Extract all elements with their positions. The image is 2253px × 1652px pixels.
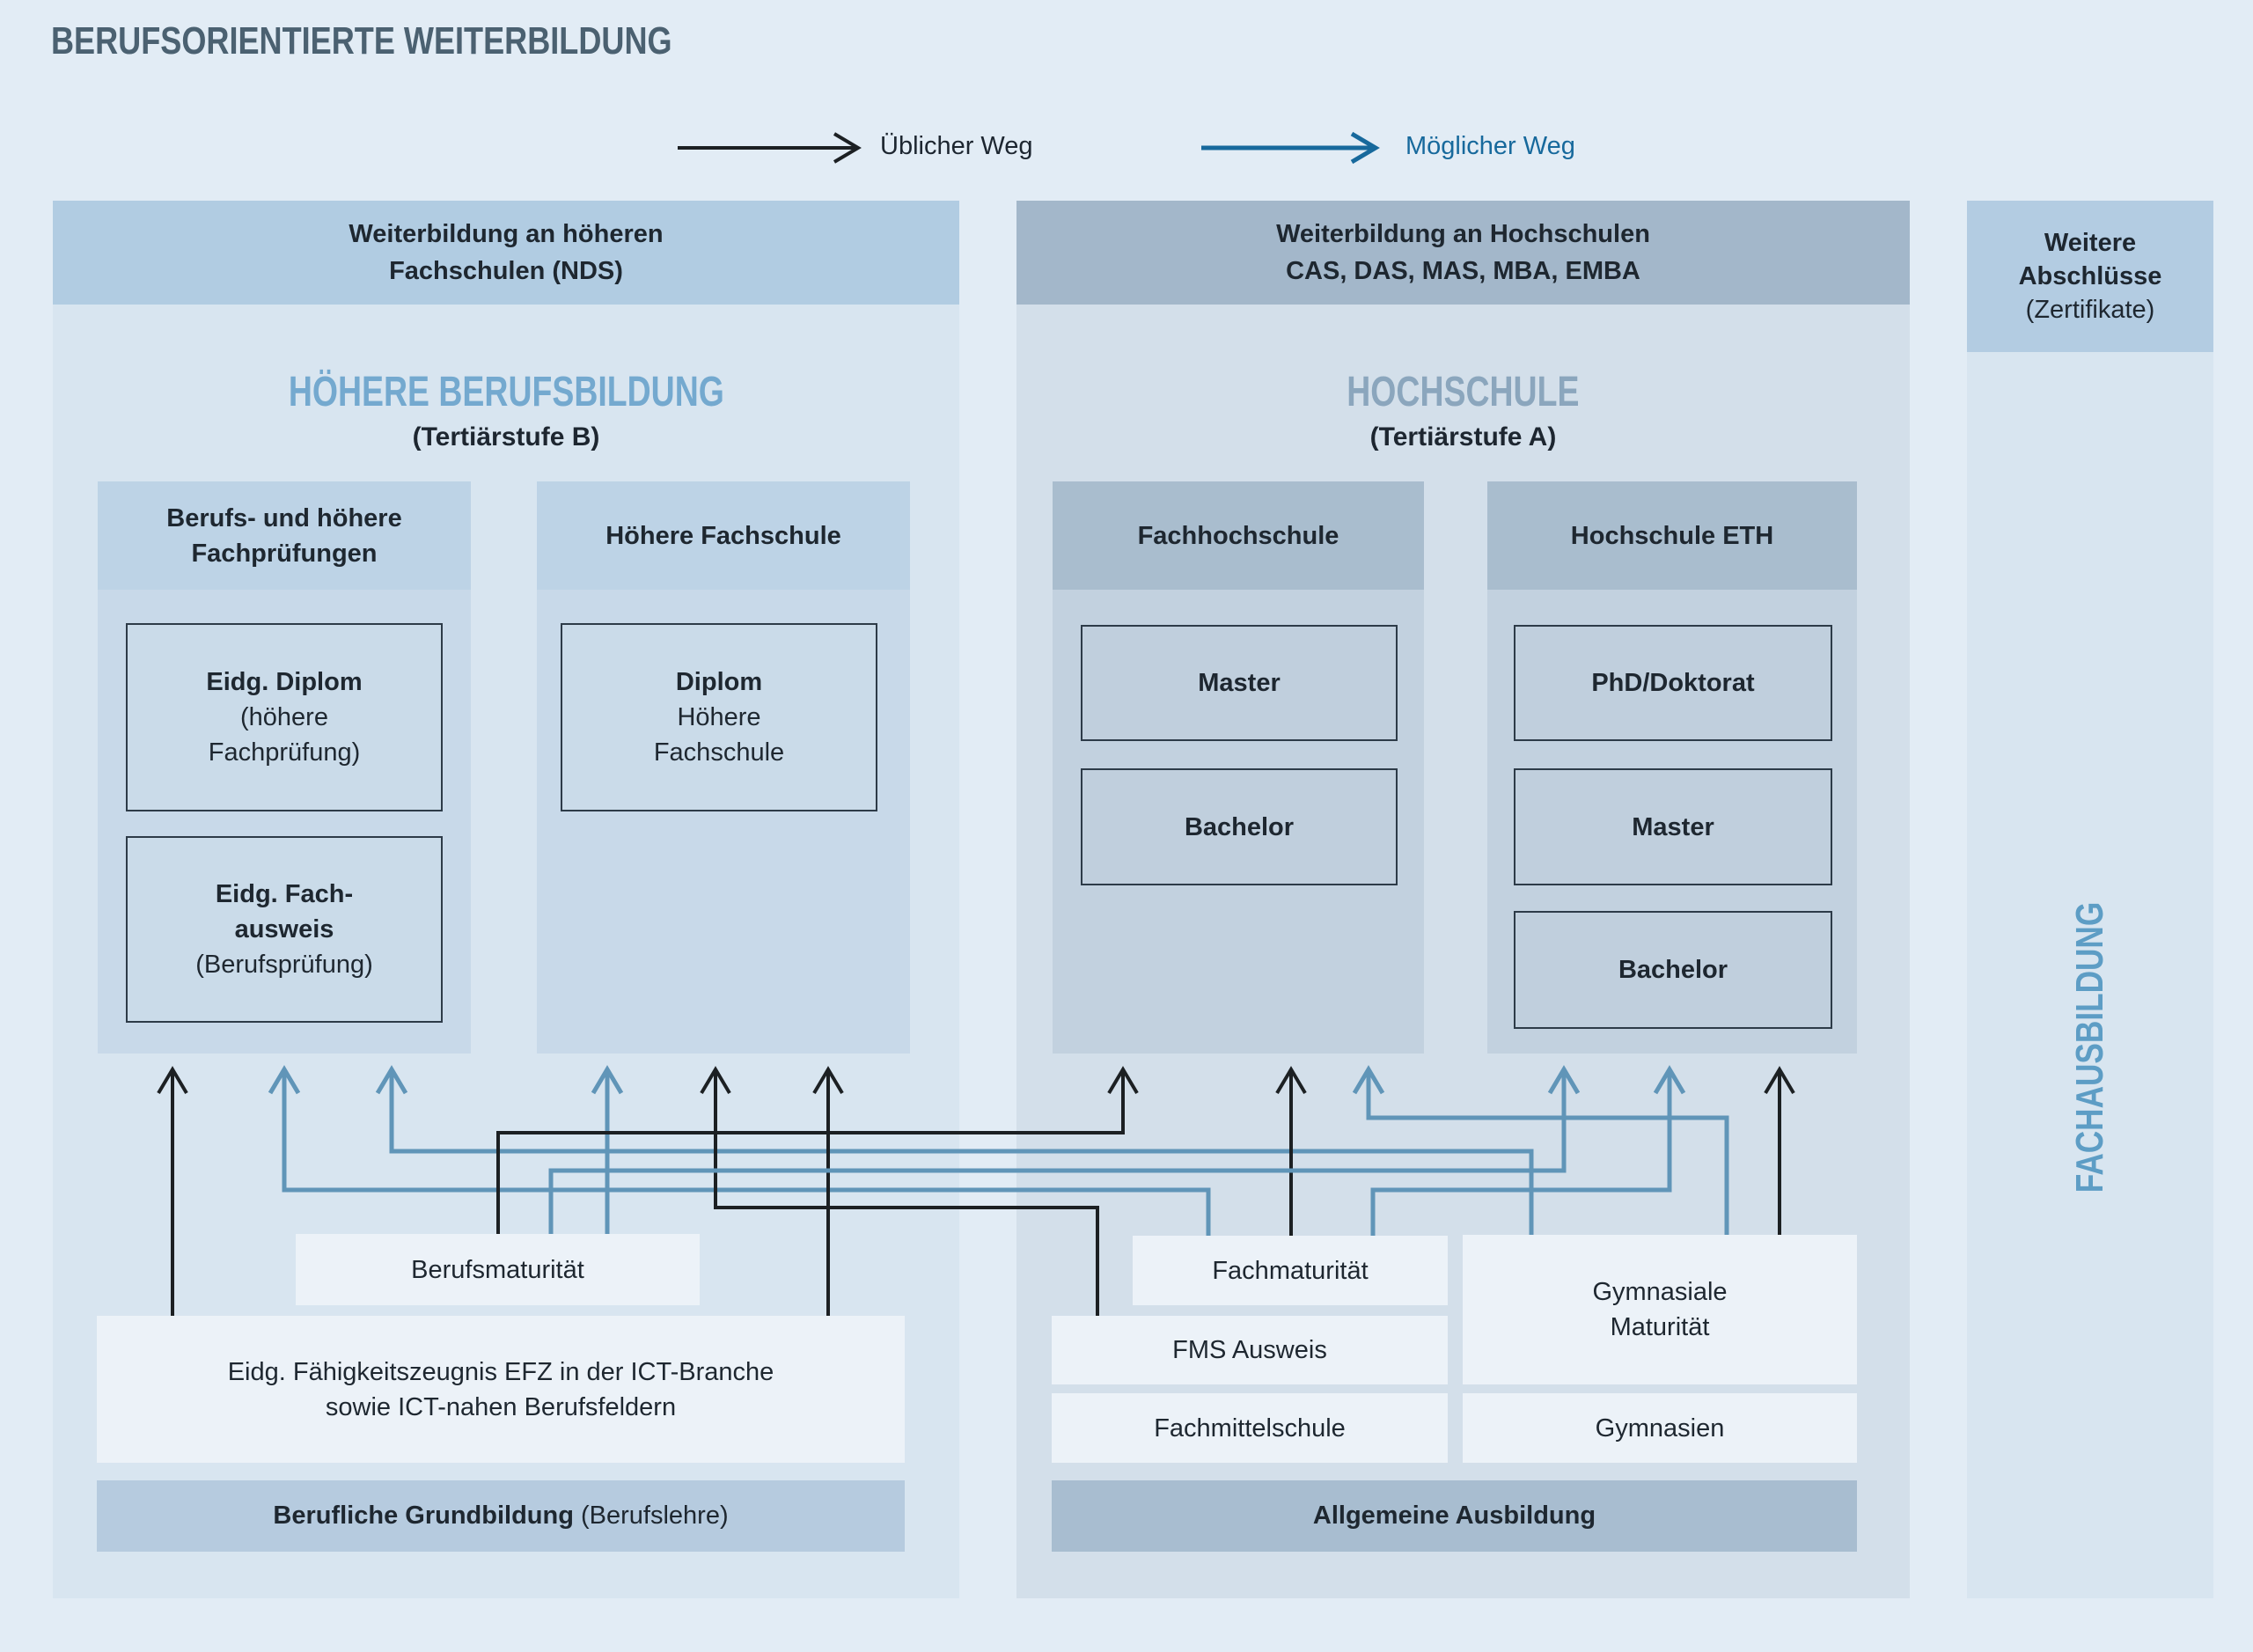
panel-right-header-title: Weitere Abschlüsse (2018, 229, 2162, 290)
box-efz: Eidg. Fähigkeitszeugnis EFZ in der ICT-B… (97, 1316, 905, 1463)
box-diplom-hf-subtitle: Höhere Fachschule (653, 703, 785, 767)
band-allgemeine-ausbildung: Allgemeine Ausbildung (1052, 1480, 1857, 1552)
subcol-hoehere-fachschule-header: Höhere Fachschule (537, 481, 910, 590)
subcol-hochschule-eth-header: Hochschule ETH (1487, 481, 1857, 590)
box-eth-phd-doktorat: PhD/Doktorat (1514, 625, 1832, 741)
box-eth-bachelor: Bachelor (1514, 911, 1832, 1029)
legend-arrow-1-head (1350, 131, 1380, 165)
box-fachmaturitaet: Fachmaturität (1133, 1236, 1448, 1305)
box-eidg-diplom-subtitle: (höhere Fachprüfung) (208, 703, 361, 767)
vertical-label-fachausbildung: FACHAUSBILDUNG (2068, 901, 2111, 1193)
panel-right-header: Weitere Abschlüsse (Zertifikate) (1967, 201, 2213, 352)
subcol-fachhochschule-header: Fachhochschule (1053, 481, 1424, 590)
box-diplom-hf-title: Diplom (675, 668, 763, 696)
subcol-berufs-fachpruefungen-header: Berufs- und höhere Fachprüfungen (98, 481, 471, 590)
box-gymnasien: Gymnasien (1463, 1393, 1857, 1463)
panel-left-header: Weiterbildung an höheren Fachschulen (ND… (53, 201, 959, 305)
band-berufliche-strong: Berufliche Grundbildung (273, 1501, 574, 1530)
box-fms-ausweis: FMS Ausweis (1052, 1316, 1448, 1384)
box-eidg-fachausweis: Eidg. Fach- ausweis (Berufsprüfung) (126, 836, 443, 1023)
heading-hoehere-berufsbildung: HÖHERE BERUFSBILDUNG (53, 368, 959, 416)
box-diplom-hoehere-fachschule: Diplom Höhere Fachschule (561, 623, 877, 811)
legend-possible-label: Möglicher Weg (1405, 132, 1575, 160)
box-berufsmaturitaet: Berufsmaturität (296, 1234, 700, 1305)
panel-mid-header: Weiterbildung an Hochschulen CAS, DAS, M… (1016, 201, 1910, 305)
band-berufliche-grundbildung: Berufliche Grundbildung (Berufslehre) (97, 1480, 905, 1552)
subheading-tertiaerstufe-b: (Tertiärstufe B) (412, 422, 600, 452)
box-eidg-diplom-title: Eidg. Diplom (206, 668, 363, 696)
heading-hochschule-text: HOCHSCHULE (1347, 369, 1580, 415)
box-gymnasiale-maturitaet: Gymnasiale Maturität (1463, 1235, 1857, 1384)
panel-weitere-abschluesse (1967, 201, 2213, 1598)
legend-arrow-0-head (833, 132, 862, 164)
box-fh-master: Master (1081, 625, 1398, 741)
subheading-tertiaerstufe-a: (Tertiärstufe A) (1369, 422, 1557, 452)
box-eth-master: Master (1514, 768, 1832, 885)
box-fh-bachelor: Bachelor (1081, 768, 1398, 885)
page-title: BERUFSORIENTIERTE WEITERBILDUNG (51, 19, 672, 62)
legend-usual-label: Üblicher Weg (880, 132, 1033, 160)
panel-right-header-subtitle: (Zertifikate) (2025, 296, 2155, 324)
heading-hochschule: HOCHSCHULE (1016, 368, 1910, 416)
box-eidg-fachausweis-subtitle: (Berufsprüfung) (195, 951, 373, 979)
band-berufliche-rest: (Berufslehre) (573, 1501, 729, 1530)
heading-hoehere-berufsbildung-text: HÖHERE BERUFSBILDUNG (288, 369, 724, 415)
box-eidg-fachausweis-title: Eidg. Fach- ausweis (215, 880, 354, 943)
box-fachmittelschule: Fachmittelschule (1052, 1393, 1448, 1463)
box-eidg-diplom: Eidg. Diplom (höhere Fachprüfung) (126, 623, 443, 811)
